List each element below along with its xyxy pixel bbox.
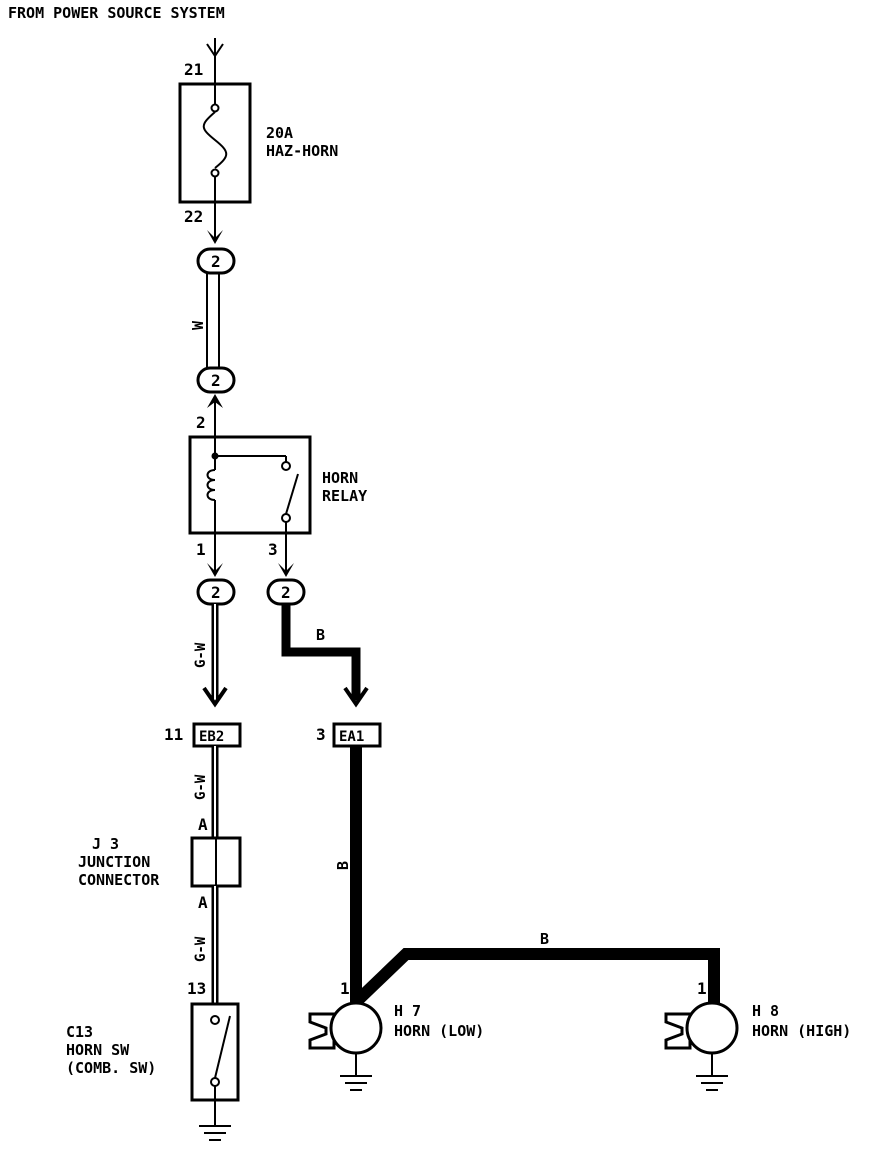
horn-low-id: H 7 (394, 1002, 421, 1020)
horn-low-name: HORN (LOW) (394, 1022, 484, 1040)
wire-b-label-1: B (316, 626, 325, 644)
horn-low-icon (308, 1001, 383, 1076)
wire-w-label: W (189, 320, 207, 330)
horn-switch-icon (210, 1015, 231, 1100)
c13-pin: 13 (187, 979, 206, 998)
wire-gw-label-2: G-W (193, 774, 209, 800)
horn-high-id: H 8 (752, 1002, 779, 1020)
relay-pin-2: 2 (196, 413, 206, 432)
ground-icon (199, 1100, 231, 1141)
relay-coil-icon (206, 437, 287, 533)
wire-gw-label-3: G-W (193, 936, 209, 962)
ea1-pin: 3 (316, 725, 326, 744)
horn-switch-name-1: HORN SW (66, 1041, 130, 1059)
connector-ea1-label: EA1 (339, 729, 364, 745)
fuse-rating: 20A (266, 124, 293, 142)
wire-b-label-3: B (540, 930, 549, 948)
j3-pin-a-top: A (198, 815, 208, 834)
wire-b-relay (281, 604, 361, 700)
wire-b-label-2: B (334, 861, 352, 870)
incoming-arrow-icon (206, 43, 224, 58)
power-source-label: FROM POWER SOURCE SYSTEM (8, 4, 225, 22)
junction-id: J 3 (92, 835, 119, 853)
h8-pin: 1 (697, 979, 707, 998)
junction-name-2: CONNECTOR (78, 871, 160, 889)
connector-eb2-label: EB2 (199, 729, 224, 745)
horn-switch-name-2: (COMB. SW) (66, 1059, 156, 1077)
relay-switch-icon (281, 461, 299, 533)
connector-2d-label: 2 (281, 583, 291, 602)
horn-switch-id: C13 (66, 1023, 93, 1041)
eb2-pin: 11 (164, 725, 183, 744)
junction-name-1: JUNCTION (78, 853, 150, 871)
relay-pin-3: 3 (268, 540, 278, 559)
connector-2b (196, 366, 236, 394)
horn-high-name: HORN (HIGH) (752, 1022, 851, 1040)
relay-name-1: HORN (322, 469, 358, 487)
ground-icon (340, 1075, 372, 1091)
horn-high-icon (664, 1001, 739, 1076)
fuse-icon (202, 84, 228, 202)
ground-icon (696, 1075, 728, 1091)
h7-pin: 1 (340, 979, 350, 998)
connector-2a-label: 2 (211, 252, 221, 271)
fuse-name: HAZ-HORN (266, 142, 338, 160)
fuse-pin-out: 22 (184, 207, 203, 226)
relay-name-2: RELAY (322, 487, 367, 505)
wire-gw-label-1: G-W (193, 642, 209, 668)
fuse-pin-in: 21 (184, 60, 203, 79)
connector-2c-label: 2 (211, 583, 221, 602)
j3-pin-a-bottom: A (198, 893, 208, 912)
relay-pin-1: 1 (196, 540, 206, 559)
connector-arrow-icon (207, 230, 223, 244)
connector-2a (196, 247, 236, 275)
connector-2b-label: 2 (211, 371, 221, 390)
